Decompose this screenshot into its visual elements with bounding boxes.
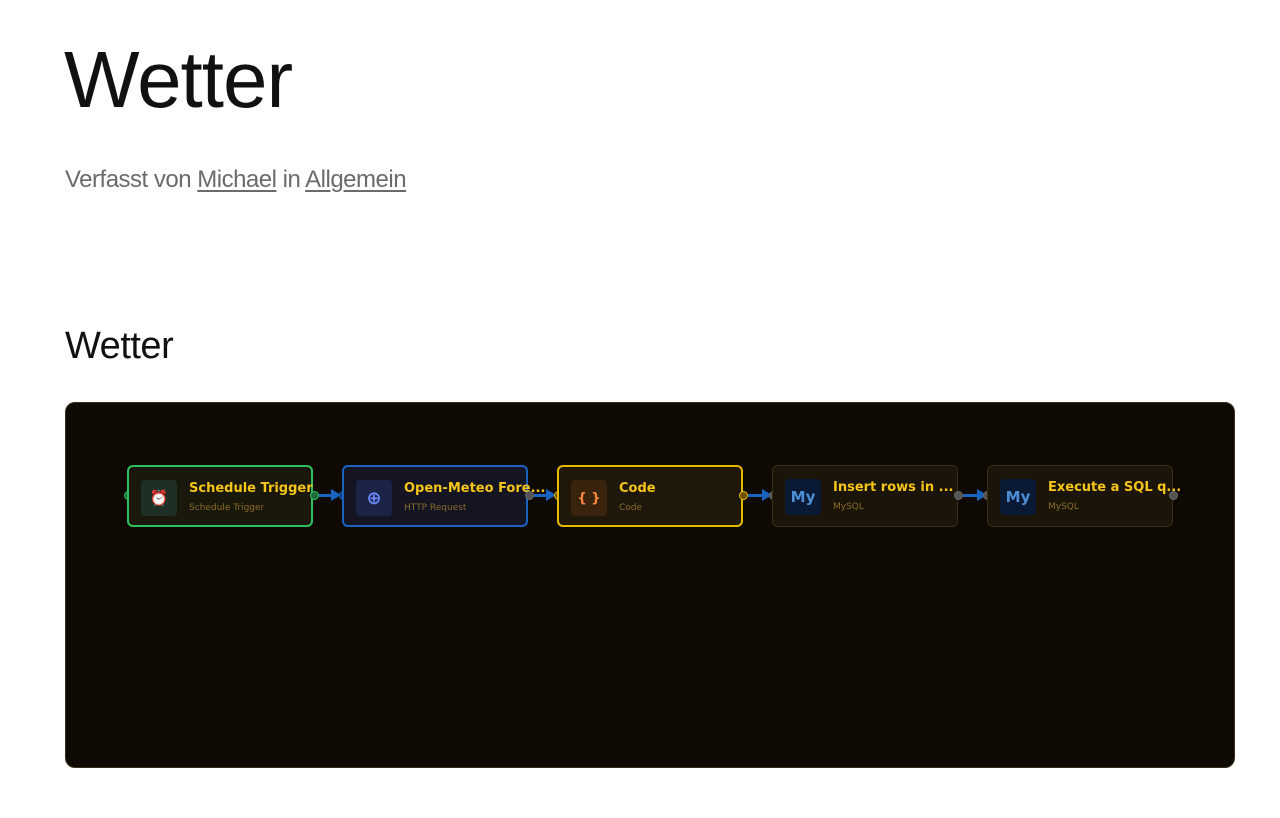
byline-in: in bbox=[282, 166, 301, 193]
author-link[interactable]: Michael bbox=[197, 166, 277, 193]
post-title: Wetter bbox=[64, 35, 293, 124]
node-subtitle: MySQL bbox=[833, 502, 864, 512]
connection-arrow-icon bbox=[546, 489, 556, 501]
node-subtitle: Code bbox=[619, 503, 643, 513]
node-subtitle: Schedule Trigger bbox=[189, 503, 265, 513]
node-subtitle: MySQL bbox=[1048, 502, 1079, 512]
node-title: Open-Meteo Fore... bbox=[404, 481, 546, 496]
workflow-node-open-meteo[interactable]: ⊕ Open-Meteo Fore... HTTP Request bbox=[342, 465, 545, 527]
connection-arrow-icon bbox=[977, 489, 987, 501]
workflow-node-insert-rows[interactable]: My Insert rows in ... MySQL bbox=[772, 465, 958, 527]
node-output-port[interactable] bbox=[739, 491, 748, 500]
connection-line[interactable] bbox=[748, 494, 764, 497]
connection-line[interactable] bbox=[534, 494, 548, 497]
mysql-icon: My bbox=[785, 479, 821, 515]
section-heading: Wetter bbox=[65, 325, 174, 367]
globe-icon: ⊕ bbox=[356, 480, 392, 516]
byline: Verfasst von Michael in Allgemein bbox=[65, 164, 407, 196]
connection-line[interactable] bbox=[963, 494, 979, 497]
node-title: Schedule Trigger bbox=[189, 481, 313, 496]
workflow-node-code[interactable]: { } Code Code bbox=[557, 465, 743, 527]
category-link[interactable]: Allgemein bbox=[305, 166, 407, 193]
workflow-node-schedule-trigger[interactable]: ⏰ Schedule Trigger Schedule Trigger bbox=[127, 465, 313, 527]
node-output-port[interactable] bbox=[525, 491, 534, 500]
connection-arrow-icon bbox=[331, 489, 341, 501]
node-title: Insert rows in ... bbox=[833, 480, 954, 495]
workflow-node-execute-sql[interactable]: My Execute a SQL q... MySQL bbox=[987, 465, 1181, 527]
connection-arrow-icon bbox=[762, 489, 772, 501]
workflow-canvas[interactable]: ⏰ Schedule Trigger Schedule Trigger ⊕ Op… bbox=[65, 402, 1235, 768]
node-title: Execute a SQL q... bbox=[1048, 480, 1182, 495]
alarm-clock-icon: ⏰ bbox=[141, 480, 177, 516]
node-subtitle: HTTP Request bbox=[404, 503, 467, 513]
code-braces-icon: { } bbox=[571, 480, 607, 516]
node-title: Code bbox=[619, 481, 656, 496]
node-output-port[interactable] bbox=[310, 491, 319, 500]
byline-prefix: Verfasst von bbox=[65, 166, 192, 193]
node-output-port[interactable] bbox=[1169, 491, 1178, 500]
mysql-icon: My bbox=[1000, 479, 1036, 515]
node-output-port[interactable] bbox=[954, 491, 963, 500]
connection-line[interactable] bbox=[319, 494, 333, 497]
